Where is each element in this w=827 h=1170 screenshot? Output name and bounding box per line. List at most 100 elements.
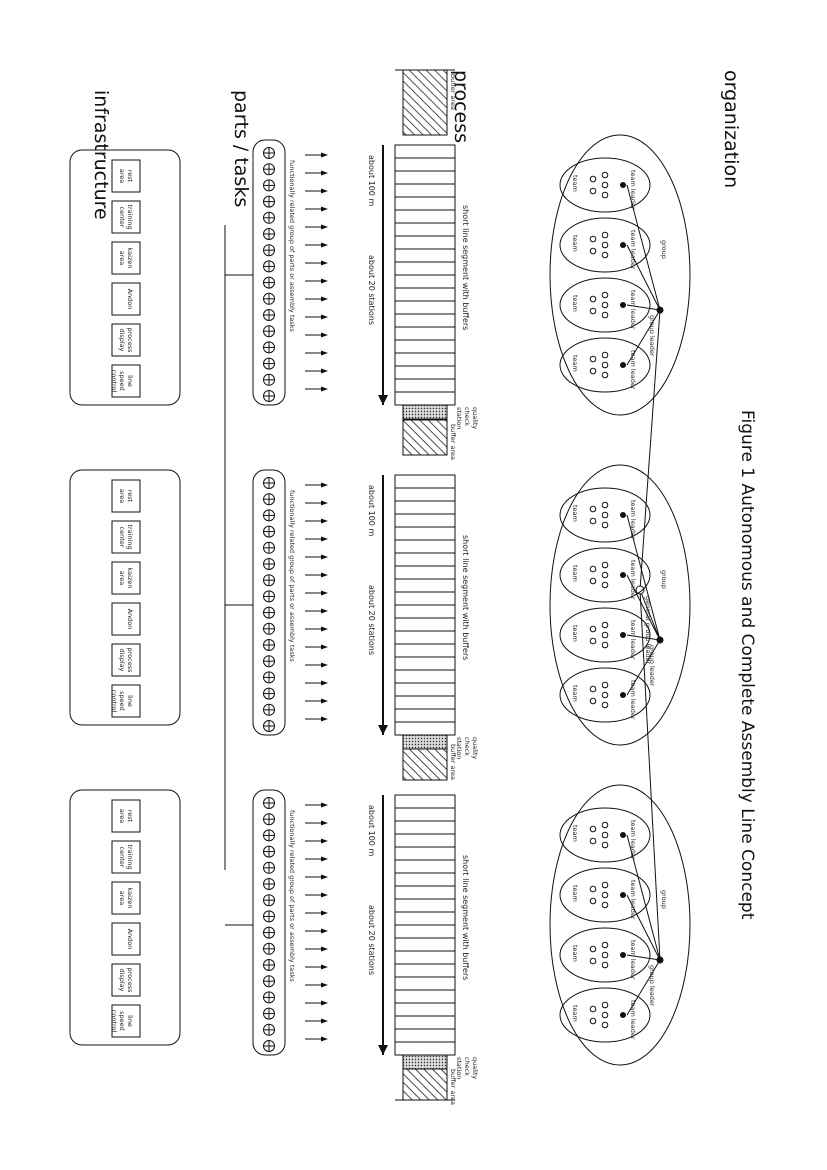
station	[394, 656, 456, 671]
team-ellipse	[559, 927, 651, 983]
segment-stations-label: about 20 stations	[367, 905, 376, 975]
station	[394, 326, 456, 341]
team-leader-label: team leader	[629, 680, 637, 720]
team-member	[589, 885, 597, 893]
part-feed-arrowhead	[321, 260, 328, 266]
team-label: team	[571, 235, 579, 252]
infrastructure-item-label: area	[118, 251, 126, 266]
infrastructure-item-label: kaizen	[126, 248, 134, 269]
team-member	[601, 251, 609, 259]
flow-arrowhead	[378, 725, 388, 735]
team-leader-node	[620, 832, 626, 838]
team-leader-label: team leader	[629, 880, 637, 920]
station	[394, 924, 456, 939]
team-label: team	[571, 355, 579, 372]
part-feed-arrowhead	[321, 1018, 328, 1024]
parts-group-2: functionally related group of parts or a…	[252, 469, 328, 736]
team-member	[601, 881, 609, 889]
quality-check-label: check	[463, 1057, 471, 1076]
team-label: team	[571, 885, 579, 902]
team-member	[601, 1011, 609, 1019]
station	[394, 937, 456, 952]
station	[394, 157, 456, 172]
infrastructure-item-box	[111, 479, 141, 513]
link-gl-team-leader	[626, 834, 661, 961]
infrastructure-item-label: control	[110, 370, 118, 393]
segment-label: short line segment with buffers	[461, 205, 470, 330]
part-feed-arrowhead	[321, 224, 328, 230]
team-member	[601, 581, 609, 589]
buffer-area-1	[402, 69, 448, 136]
team-member	[589, 577, 597, 585]
link-ggl-group-2	[639, 589, 661, 641]
group-leader-label: group leader	[648, 315, 656, 357]
team-leader-label: team leader	[629, 170, 637, 210]
station	[394, 183, 456, 198]
quality-check-label: quality	[471, 407, 479, 429]
team-member	[589, 957, 597, 965]
team-member	[601, 621, 609, 629]
station	[394, 539, 456, 554]
parts-group-box	[252, 139, 286, 406]
team-member	[601, 681, 609, 689]
team-leader-label: team leader	[629, 1000, 637, 1040]
team-ellipse	[559, 667, 651, 723]
station	[394, 144, 456, 159]
part-feed-arrowhead	[321, 946, 328, 952]
part-feed-arrowhead	[321, 608, 328, 614]
link-gl-team-leader	[626, 184, 661, 311]
station	[394, 643, 456, 658]
part-feed-arrowhead	[321, 856, 328, 862]
infrastructure-item-box	[111, 799, 141, 833]
part-feed-arrowhead	[321, 626, 328, 632]
infrastructure-item-label: rest	[126, 490, 134, 503]
infrastructure-item-label: process	[126, 328, 134, 354]
team-member	[601, 841, 609, 849]
team-ellipse	[559, 277, 651, 333]
label-process: process	[450, 70, 472, 143]
team-ellipse	[559, 807, 651, 863]
station	[394, 630, 456, 645]
team-member	[589, 367, 597, 375]
team-member	[589, 505, 597, 513]
team-ellipse	[559, 607, 651, 663]
station	[394, 1015, 456, 1030]
parts-group-box	[252, 789, 286, 1056]
infrastructure-item-box	[111, 922, 141, 956]
segment-label: short line segment with buffers	[461, 855, 470, 980]
link-gl-team-leader	[626, 894, 661, 961]
team-member	[601, 501, 609, 509]
station	[394, 261, 456, 276]
team-member	[601, 561, 609, 569]
link-gl-team-leader	[626, 574, 661, 641]
team-member	[589, 355, 597, 363]
team-label: team	[571, 685, 579, 702]
part-feed-arrowhead	[321, 590, 328, 596]
group-ellipse	[549, 464, 691, 746]
team-member	[589, 187, 597, 195]
station	[394, 474, 456, 489]
team-label: team	[571, 1005, 579, 1022]
infrastructure-group-2: restareatrainingcenterkaizenareaAndonpro…	[69, 469, 181, 726]
team-member	[601, 901, 609, 909]
team-member	[601, 641, 609, 649]
link-gl-team-leader	[626, 959, 661, 1016]
infrastructure-item-label: rest	[126, 170, 134, 183]
team-leader-label: team leader	[629, 820, 637, 860]
infrastructure-item-label: training	[126, 844, 134, 869]
team-member	[601, 571, 609, 579]
part-feed-arrowhead	[321, 386, 328, 392]
station	[394, 1041, 456, 1056]
infrastructure-item-label: training	[126, 204, 134, 229]
link-gl-team-leader	[626, 304, 661, 311]
station	[394, 513, 456, 528]
infrastructure-item-box	[111, 241, 141, 275]
team-member	[601, 701, 609, 709]
station	[394, 487, 456, 502]
team-leader-node	[620, 512, 626, 518]
infrastructure-item-label: area	[118, 571, 126, 586]
